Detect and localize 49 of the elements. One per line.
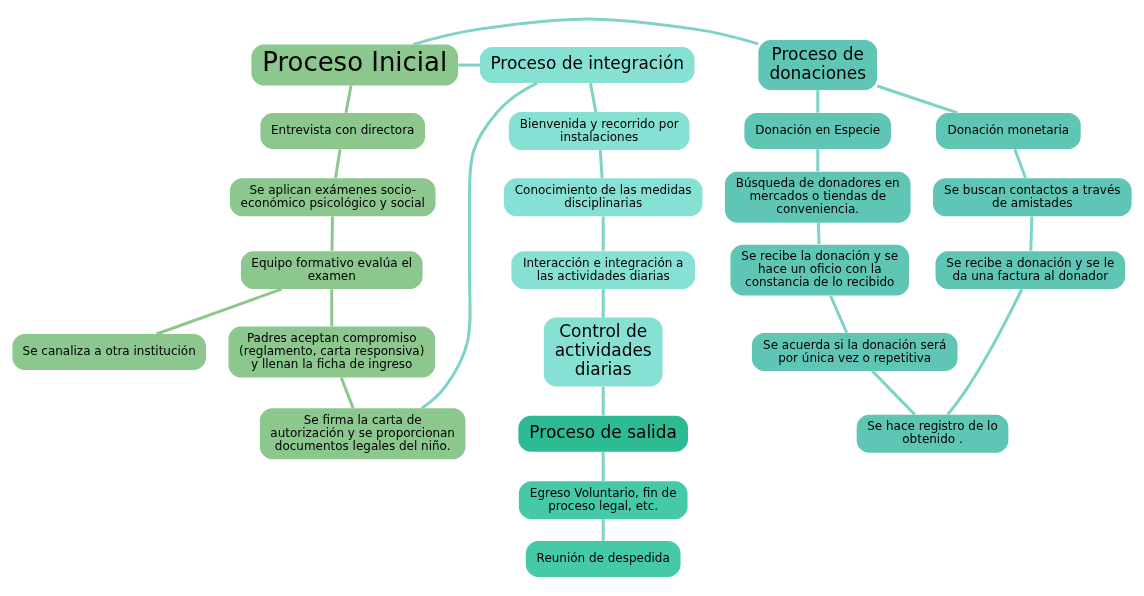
connector bbox=[816, 223, 821, 245]
node-box: Se acuerda si la donación será por única vez o repetitiva bbox=[751, 333, 958, 371]
connector bbox=[601, 289, 605, 318]
node-box: Proceso Inicial bbox=[251, 44, 458, 86]
node-box: Proceso de integración bbox=[479, 47, 695, 83]
node-box: Equipo formativo evalúa el examen bbox=[240, 251, 423, 290]
node-box: Control de actividades diarias bbox=[543, 317, 663, 387]
connector bbox=[330, 289, 334, 327]
node-box: Se hace registro de lo obtenido . bbox=[856, 414, 1009, 453]
node-box: Se buscan contactos a través de amistades bbox=[933, 178, 1132, 217]
node-box: Bienvenida y recorrido por instalaciones bbox=[508, 111, 690, 150]
connector bbox=[330, 216, 334, 251]
connector bbox=[1013, 148, 1027, 179]
connector bbox=[946, 288, 1024, 416]
node-box: Interacción e integración a las actividades diarias bbox=[511, 251, 695, 290]
node-box: Proceso de salida bbox=[518, 415, 688, 452]
connector bbox=[420, 81, 538, 410]
connector bbox=[1029, 216, 1034, 251]
node-box: Conocimiento de las medidas disciplinarias bbox=[503, 178, 703, 217]
connector bbox=[601, 452, 605, 481]
connector bbox=[412, 17, 759, 46]
connector bbox=[344, 85, 353, 113]
connector bbox=[339, 377, 355, 409]
connector bbox=[588, 82, 598, 113]
node-box: Se canaliza a otra institución bbox=[12, 334, 206, 370]
connector bbox=[334, 148, 342, 179]
connector bbox=[876, 84, 959, 115]
node-box: Se firma la carta de autorización y se proporcionan documentos legales del niño. bbox=[259, 408, 466, 460]
connector bbox=[601, 519, 605, 541]
node-box: Padres aceptan compromiso (reglamento, carta responsiva) y llenan la ficha de ingreso bbox=[228, 326, 436, 378]
connector bbox=[458, 63, 480, 67]
node-box: Se recibe la donación y se hace un oficio con la constancia de lo recibido bbox=[730, 244, 910, 296]
node-box: Egreso Voluntario, fin de proceso legal, etc. bbox=[518, 481, 688, 520]
connector bbox=[816, 149, 820, 172]
connector bbox=[598, 150, 604, 179]
node-box: Proceso de donaciones bbox=[758, 40, 878, 90]
node-box: Reunión de despedida bbox=[525, 541, 681, 577]
node-box: Donación en Especie bbox=[744, 112, 892, 149]
connector bbox=[816, 90, 820, 113]
connector bbox=[156, 287, 283, 336]
connector bbox=[601, 386, 605, 416]
connector bbox=[871, 370, 916, 416]
node-box: Donación monetaria bbox=[936, 112, 1081, 149]
connector bbox=[829, 295, 849, 334]
node-box: Entrevista con directora bbox=[260, 112, 426, 149]
node-box: Se recibe a donación y se le da una factura al donador bbox=[935, 251, 1126, 290]
node-box: Se aplican exámenes socio-económico psicológico y social bbox=[229, 178, 436, 217]
connector bbox=[601, 216, 605, 251]
node-box: Búsqueda de donadores en mercados o tiendas de conveniencia. bbox=[724, 171, 911, 223]
